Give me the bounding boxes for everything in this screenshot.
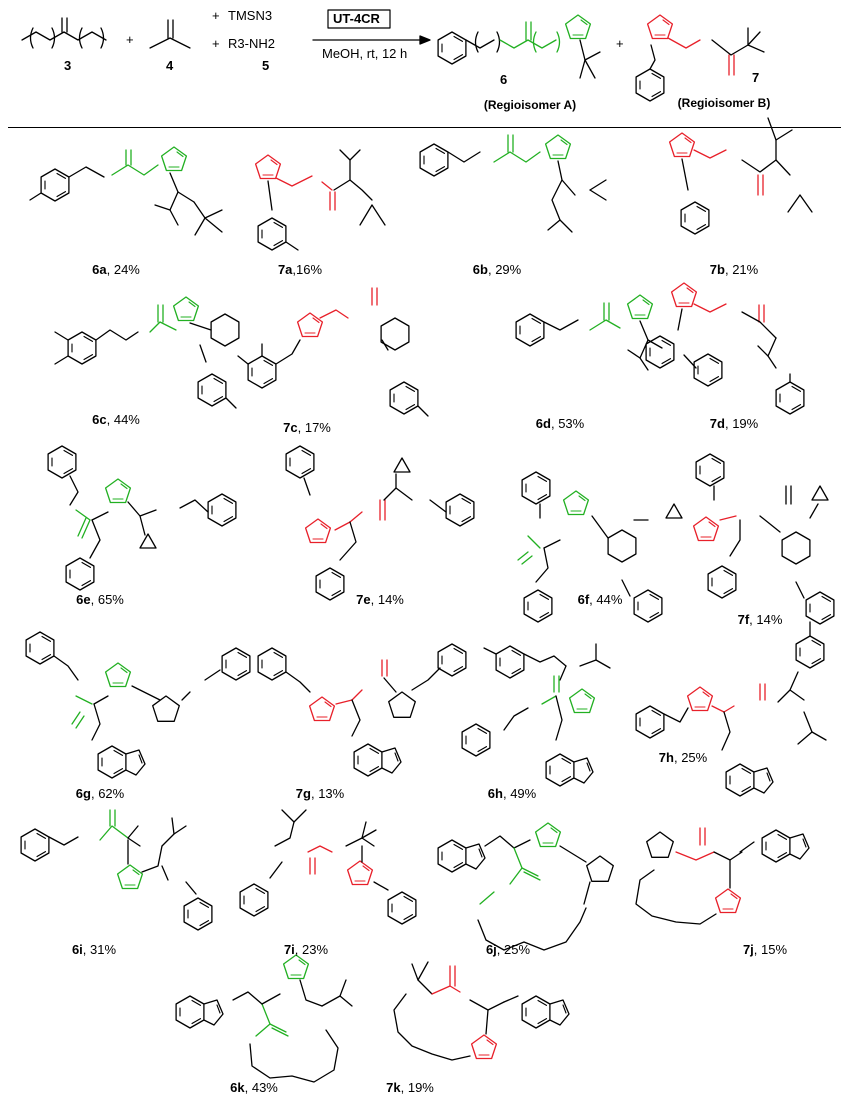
- compound-label: 7i, 23%: [283, 942, 329, 957]
- compound-label: 6k, 43%: [230, 1080, 278, 1095]
- compound-label: 7c, 17%: [283, 420, 331, 435]
- reagent-5-label: 5: [262, 58, 270, 73]
- compound-label: 7e, 14%: [356, 592, 404, 607]
- regioisomer-b-caption: (Regioisomer B): [677, 96, 771, 110]
- compound-label: 7b, 21%: [709, 262, 759, 277]
- compound-label: 7j, 15%: [742, 942, 788, 957]
- reagent-4-label: 4: [166, 58, 174, 73]
- amine-reagent: R3-NH2: [228, 36, 275, 51]
- product-7-label: 7: [752, 70, 760, 85]
- compound-label: 6e, 65%: [76, 592, 124, 607]
- reagent-3-label: 3: [64, 58, 72, 73]
- plus-sign-4: +: [616, 36, 624, 51]
- regioisomer-a-caption: (Regioisomer A): [483, 98, 577, 112]
- compound-label: 6c, 44%: [92, 412, 140, 427]
- compound-label: 6j, 25%: [485, 942, 531, 957]
- compound-label: 7d, 19%: [709, 416, 759, 431]
- scheme-divider: [8, 127, 841, 128]
- compound-label: 6a, 24%: [92, 262, 140, 277]
- compound-label: 6g, 62%: [75, 786, 125, 801]
- compound-label: 7a,16%: [277, 262, 323, 277]
- plus-sign-1: +: [126, 32, 134, 47]
- compound-label: 7h, 25%: [658, 750, 708, 765]
- compound-label: 6h, 49%: [487, 786, 537, 801]
- plus-sign-3: +: [212, 36, 220, 51]
- compound-label: 6b, 29%: [472, 262, 522, 277]
- compound-label: 6i, 31%: [71, 942, 117, 957]
- compound-label: 7k, 19%: [386, 1080, 434, 1095]
- plus-sign-2: +: [212, 8, 220, 23]
- compound-label: 7g, 13%: [295, 786, 345, 801]
- product-6-label: 6: [500, 72, 508, 87]
- compound-label: 7f, 14%: [737, 612, 783, 627]
- compound-label: 6d, 53%: [535, 416, 585, 431]
- compound-label: 6f, 44%: [577, 592, 623, 607]
- conditions-label: MeOH, rt, 12 h: [322, 46, 408, 61]
- method-label: UT-4CR: [333, 11, 380, 26]
- tmsn3-reagent: TMSN3: [228, 8, 273, 23]
